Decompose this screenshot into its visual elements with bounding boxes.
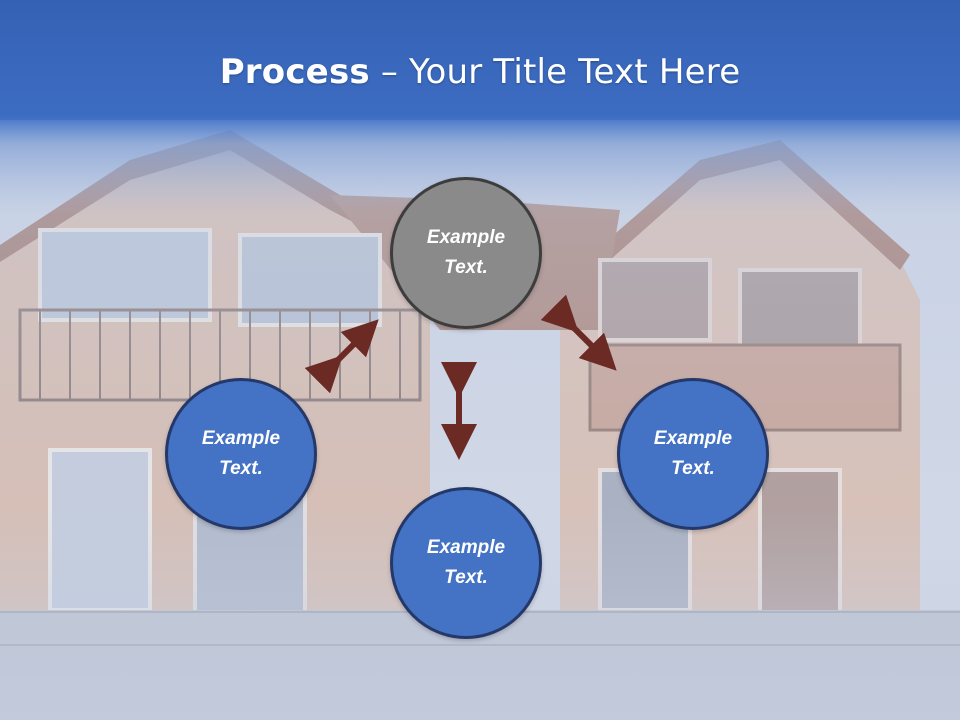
node-bottom-text: Example Text. <box>426 537 506 588</box>
node-bottom: Example Text. <box>390 487 542 639</box>
title-bold-text: Process <box>219 52 370 92</box>
arrow-left-top <box>304 319 379 394</box>
arrow-right-top <box>540 294 617 371</box>
node-right-text: Example Text. <box>653 428 733 479</box>
node-left-text: Example Text. <box>201 428 281 479</box>
node-top: Example Text. <box>390 177 542 329</box>
node-left: Example Text. <box>165 378 317 530</box>
title-rest-text: – Your Title Text Here <box>369 52 741 92</box>
page-title: Process – Your Title Text Here <box>0 52 960 92</box>
node-top-text: Example Text. <box>426 227 506 278</box>
node-right: Example Text. <box>617 378 769 530</box>
